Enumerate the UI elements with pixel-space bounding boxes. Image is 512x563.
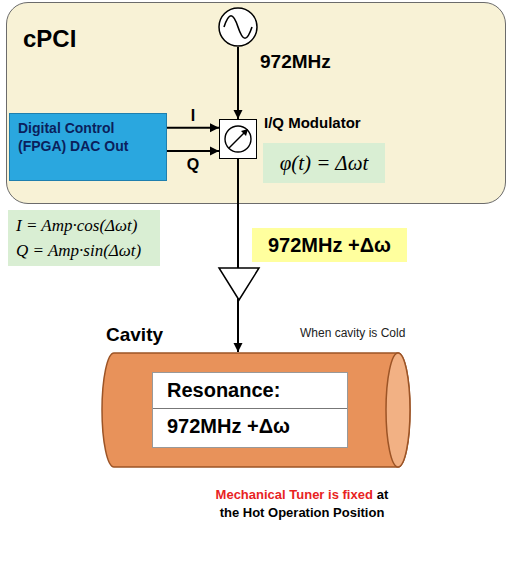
arrow-head	[234, 343, 243, 352]
note-text: at	[377, 487, 389, 502]
connector	[167, 147, 219, 156]
warning-text: Mechanical Tuner is fixed	[216, 487, 373, 502]
iq-modulator: I/Q Modulator	[219, 119, 257, 159]
fpga-box-text: Digital Control (FPGA) DAC Out	[18, 120, 158, 155]
iq-formula-text: Q = Amp·sin(Δωt)	[16, 238, 152, 263]
phase-formula-text: φ(t) = Δωt	[269, 143, 379, 183]
output-frequency-text: 972MHz +Δω	[258, 228, 401, 262]
output-frequency: 972MHz +Δω	[252, 228, 407, 262]
connector	[234, 159, 243, 352]
cavity-text: Cavity	[106, 324, 163, 346]
note-text: the Hot Operation Position	[172, 504, 432, 522]
oscillator-symbol	[218, 7, 258, 47]
resonance-box-text: Resonance:	[153, 373, 347, 408]
signal-name: Q	[187, 156, 199, 174]
connector	[234, 47, 243, 119]
resonance-box: Resonance:972MHz +Δω	[152, 372, 348, 448]
connector-line	[237, 159, 239, 352]
connector	[167, 123, 219, 132]
cpci-panel: cPCI 972MHzDigital Control (FPGA) DAC Out…	[6, 2, 506, 204]
arrow-head	[210, 147, 219, 156]
amplifier-symbol	[219, 268, 259, 300]
oscillator: 972MHz	[218, 7, 258, 47]
cpci-panel-text: cPCI	[23, 25, 76, 53]
arrow-head	[234, 110, 243, 119]
iq-modulator-text: I/Q Modulator	[264, 114, 361, 131]
iq-formula: I = Amp·cos(Δωt)Q = Amp·sin(Δωt)	[8, 210, 160, 266]
cavity: CavityResonance:972MHz +Δω	[100, 352, 412, 468]
signal-name: I	[191, 107, 195, 125]
arrow-head	[210, 123, 219, 132]
oscillator-text: 972MHz	[260, 51, 331, 73]
connector-line	[237, 47, 239, 119]
fpga-box: Digital Control (FPGA) DAC Out	[9, 113, 167, 181]
note-text: When cavity is Cold	[300, 326, 405, 340]
iq-formula-text: I = Amp·cos(Δωt)	[16, 213, 152, 238]
modulator-symbol	[220, 120, 258, 160]
phase-formula: φ(t) = Δωt	[263, 143, 385, 183]
resonance-box-text: 972MHz +Δω	[153, 408, 347, 444]
tuner-note: Mechanical Tuner is fixed at the Hot Opera…	[172, 486, 432, 521]
